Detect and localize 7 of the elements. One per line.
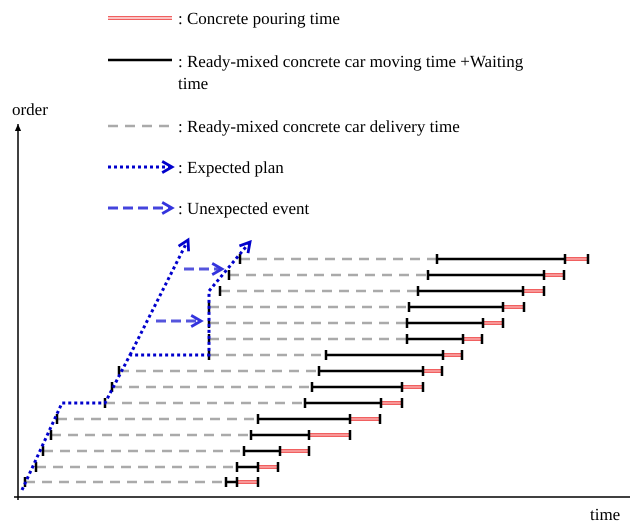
axis-label: time bbox=[590, 505, 620, 524]
axis-label: order bbox=[12, 100, 48, 120]
legend-text: : Unexpected event bbox=[178, 199, 310, 219]
legend-text: : Ready-mixed concrete car delivery time bbox=[178, 117, 460, 137]
legend-text: : Ready-mixed concrete car moving time +Waiting time bbox=[178, 51, 524, 95]
legend-text: : Concrete pouring time bbox=[178, 9, 340, 29]
legend-text: : Expected plan bbox=[178, 158, 284, 178]
